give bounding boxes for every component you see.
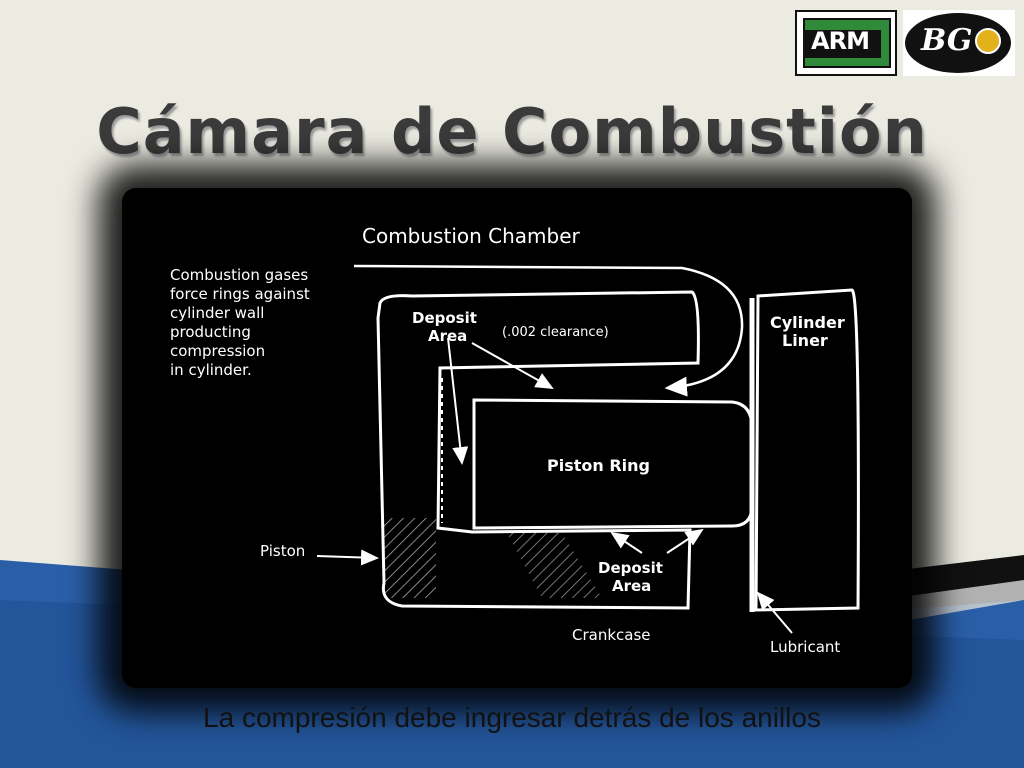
description-line-1: Combustion gases	[170, 266, 308, 284]
diagram-heading: Combustion Chamber	[362, 224, 581, 248]
description-line-3: cylinder wall	[170, 304, 264, 322]
deposit-top-arrow-2	[447, 337, 469, 465]
cylinder-liner-line-1: Cylinder	[770, 313, 845, 332]
arm-logo-text: ARM	[811, 27, 870, 55]
combustion-diagram: Combustion Chamber Combustion gases forc…	[122, 188, 912, 688]
crankcase-label: Crankcase	[572, 626, 651, 644]
description-line-2: force rings against	[170, 285, 310, 303]
slide-title: Cámara de Combustión	[96, 95, 928, 168]
gas-flow-arrow	[353, 264, 744, 397]
description-line-4: producting	[170, 323, 251, 341]
description-line-6: in cylinder.	[170, 361, 252, 379]
bg-logo-text: BG	[921, 23, 973, 58]
deposit-area-top-line-2: Area	[428, 327, 467, 345]
deposit-top-arrow	[471, 342, 554, 389]
slide-caption: La compresión debe ingresar detrás de lo…	[203, 702, 821, 733]
piston-arrow	[316, 549, 379, 566]
deposit-area-bottom-line-1: Deposit	[598, 559, 663, 577]
clearance-label: (.002 clearance)	[502, 325, 609, 340]
lubricant-arrow	[756, 591, 793, 634]
arm-logo-badge	[803, 18, 891, 68]
bg-logo-seal-icon	[975, 28, 1001, 54]
cylinder-liner-outline	[754, 288, 860, 612]
piston-hatch-left	[384, 518, 436, 598]
piston-label: Piston	[260, 542, 305, 560]
description-line-5: compression	[170, 342, 265, 360]
bg-logo: BG	[903, 10, 1015, 76]
deposit-bottom-arrow-2	[666, 528, 704, 554]
diagram-canvas: Combustion Chamber Combustion gases forc…	[170, 224, 860, 656]
piston-ring-label: Piston Ring	[547, 456, 650, 475]
deposit-area-top-line-1: Deposit	[412, 309, 477, 327]
cylinder-liner-line-2: Liner	[782, 331, 828, 350]
piston-hatch-right	[507, 533, 602, 598]
arm-logo: ARM	[795, 10, 897, 76]
deposit-area-bottom-line-2: Area	[612, 577, 651, 595]
deposit-bottom-arrow	[610, 531, 643, 554]
lubricant-label: Lubricant	[770, 638, 840, 656]
